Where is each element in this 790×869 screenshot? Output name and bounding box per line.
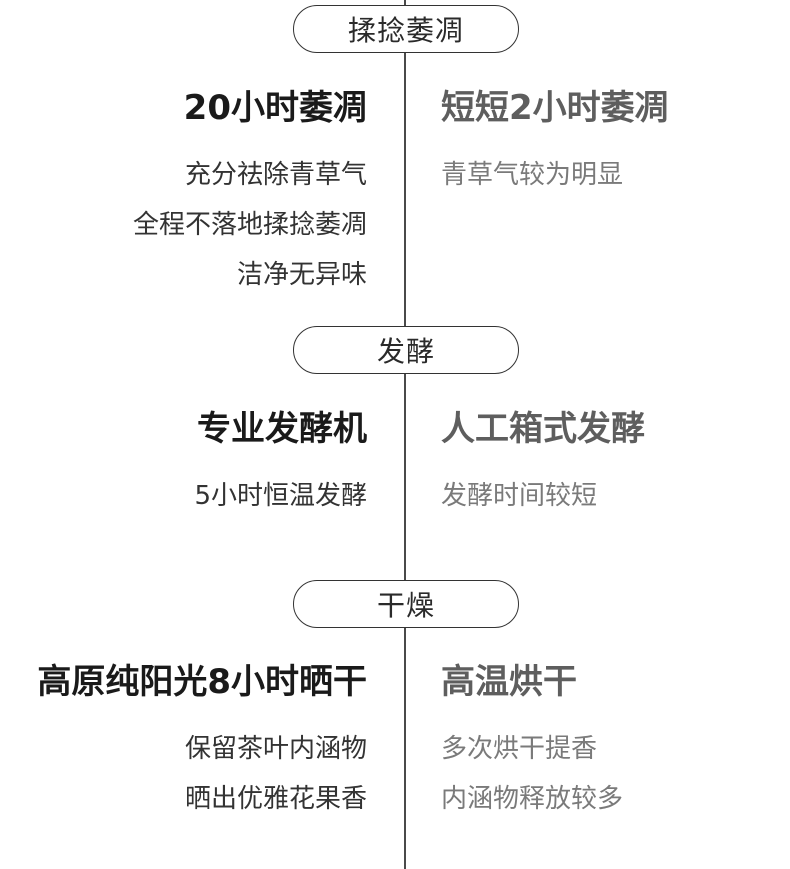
right-title: 人工箱式发酵 xyxy=(441,409,645,449)
right-title: 短短2小时萎凋 xyxy=(441,88,669,128)
left-line: 5小时恒温发酵 xyxy=(194,481,367,511)
left-line: 全程不落地揉捻萎凋 xyxy=(132,210,367,240)
right-column-withering: 短短2小时萎凋 青草气较为明显 xyxy=(441,88,669,200)
right-column-fermentation: 人工箱式发酵 发酵时间较短 xyxy=(441,409,645,521)
right-line: 多次烘干提香 xyxy=(441,734,598,764)
left-line: 洁净无异味 xyxy=(236,260,367,290)
section-label-withering: 揉捻萎凋 xyxy=(293,5,519,53)
left-column-withering: 20小时萎凋 充分祛除青草气 全程不落地揉捻萎凋 洁净无异味 xyxy=(133,88,367,300)
left-column-drying: 高原纯阳光8小时晒干 保留茶叶内涵物 晒出优雅花果香 xyxy=(37,662,367,824)
section-label-fermentation: 发酵 xyxy=(293,326,519,374)
left-column-fermentation: 专业发酵机 5小时恒温发酵 xyxy=(194,409,367,521)
left-line: 保留茶叶内涵物 xyxy=(184,734,367,764)
right-column-drying: 高温烘干 多次烘干提香 内涵物释放较多 xyxy=(441,662,623,824)
section-label-drying: 干燥 xyxy=(293,580,519,628)
right-line: 内涵物释放较多 xyxy=(441,784,624,814)
right-line: 青草气较为明显 xyxy=(441,160,624,190)
right-title: 高温烘干 xyxy=(441,662,577,702)
left-line: 晒出优雅花果香 xyxy=(184,784,367,814)
right-line: 发酵时间较短 xyxy=(441,481,598,511)
center-divider-line xyxy=(404,0,406,869)
left-title: 高原纯阳光8小时晒干 xyxy=(37,662,367,702)
left-line: 充分祛除青草气 xyxy=(184,160,367,190)
left-title: 20小时萎凋 xyxy=(183,88,367,128)
left-title: 专业发酵机 xyxy=(197,409,367,449)
